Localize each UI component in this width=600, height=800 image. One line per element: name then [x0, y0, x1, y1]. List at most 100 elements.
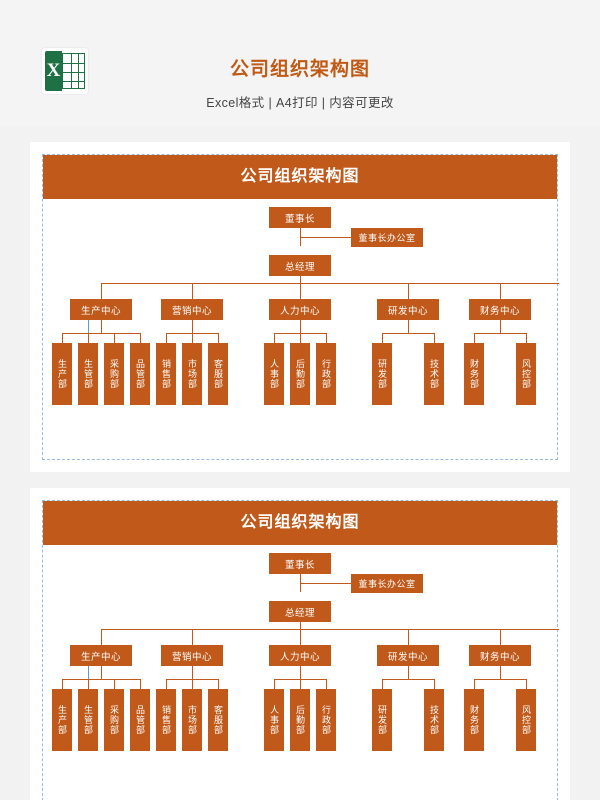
node-dept-admin[interactable]: 行政部 [316, 343, 336, 405]
connector [218, 333, 219, 343]
org-chart-frame-1: 公司组织架构图 [42, 154, 559, 460]
connector [218, 679, 219, 689]
connector [300, 679, 301, 689]
connector [382, 333, 383, 343]
node-chairman-office[interactable]: 董事长办公室 [351, 228, 423, 247]
node-dept-rnd[interactable]: 研发部 [372, 343, 392, 405]
node-dept-sales[interactable]: 销售部 [156, 689, 176, 751]
excel-logo-icon: X [42, 48, 88, 94]
node-center-finance[interactable]: 财务中心 [469, 299, 531, 320]
connector [500, 629, 501, 645]
connector [140, 679, 141, 689]
node-dept-logistics[interactable]: 后勤部 [290, 343, 310, 405]
connector [382, 679, 434, 680]
org-chart-card-2: 公司组织架构图 [30, 488, 570, 800]
node-dept-purchasing[interactable]: 采购部 [104, 343, 124, 405]
connector [192, 629, 193, 645]
connector [114, 333, 115, 343]
node-dept-finance[interactable]: 财务部 [464, 343, 484, 405]
connector [62, 333, 140, 334]
connector [300, 237, 387, 238]
connector [408, 320, 409, 334]
connector [166, 679, 167, 689]
node-dept-purchasing[interactable]: 采购部 [104, 689, 124, 751]
connector [500, 320, 501, 334]
node-chairman-office[interactable]: 董事长办公室 [351, 574, 423, 593]
connector [300, 320, 301, 334]
connector-bus [101, 283, 559, 284]
node-dept-sales[interactable]: 销售部 [156, 343, 176, 405]
connector [274, 333, 275, 343]
node-dept-customer-service[interactable]: 客服部 [208, 689, 228, 751]
connector [192, 283, 193, 299]
excel-logo-grid [62, 53, 85, 89]
connector [62, 679, 63, 689]
connector [382, 679, 383, 689]
node-dept-finance[interactable]: 财务部 [464, 689, 484, 751]
node-dept-quality[interactable]: 品管部 [130, 343, 150, 405]
node-dept-market[interactable]: 市场部 [182, 689, 202, 751]
connector [474, 333, 526, 334]
node-center-hr[interactable]: 人力中心 [269, 645, 331, 666]
node-center-production[interactable]: 生产中心 [70, 299, 132, 320]
node-dept-customer-service[interactable]: 客服部 [208, 343, 228, 405]
node-dept-technology[interactable]: 技术部 [424, 343, 444, 405]
node-dept-technology[interactable]: 技术部 [424, 689, 444, 751]
node-center-finance[interactable]: 财务中心 [469, 645, 531, 666]
node-dept-risk[interactable]: 风控部 [516, 689, 536, 751]
chart-title-2: 公司组织架构图 [43, 501, 557, 545]
connector [300, 583, 387, 584]
connector [500, 666, 501, 680]
connector [474, 333, 475, 343]
chart-title-1: 公司组织架构图 [43, 155, 557, 199]
connector [408, 666, 409, 680]
chart-body-2: 董事长 董事长办公室 总经理 生产中心 营销中心 人力中心 研发中心 财务中心 … [43, 545, 559, 800]
node-dept-production[interactable]: 生产部 [52, 689, 72, 751]
connector [300, 333, 301, 343]
node-center-hr[interactable]: 人力中心 [269, 299, 331, 320]
connector [140, 333, 141, 343]
connector [408, 629, 409, 645]
node-center-marketing[interactable]: 营销中心 [161, 299, 223, 320]
node-center-rnd[interactable]: 研发中心 [377, 299, 439, 320]
node-dept-prod-mgmt[interactable]: 生管部 [78, 689, 98, 751]
node-center-marketing[interactable]: 营销中心 [161, 645, 223, 666]
connector [101, 283, 102, 299]
connector [300, 629, 301, 645]
connector [88, 333, 89, 343]
node-chairman[interactable]: 董事长 [269, 553, 331, 574]
connector [62, 679, 140, 680]
node-dept-prod-mgmt[interactable]: 生管部 [78, 343, 98, 405]
page-title: 公司组织架构图 [229, 59, 370, 80]
connector [434, 679, 435, 689]
connector [526, 679, 527, 689]
node-dept-personnel[interactable]: 人事部 [264, 689, 284, 751]
connector [408, 283, 409, 299]
node-dept-risk[interactable]: 风控部 [516, 343, 536, 405]
connector [192, 666, 193, 680]
node-center-rnd[interactable]: 研发中心 [377, 645, 439, 666]
connector [434, 333, 435, 343]
node-chairman[interactable]: 董事长 [269, 207, 331, 228]
connector [88, 679, 89, 689]
node-dept-rnd[interactable]: 研发部 [372, 689, 392, 751]
connector [166, 333, 167, 343]
node-dept-market[interactable]: 市场部 [182, 343, 202, 405]
node-dept-personnel[interactable]: 人事部 [264, 343, 284, 405]
node-center-production[interactable]: 生产中心 [70, 645, 132, 666]
node-dept-quality[interactable]: 品管部 [130, 689, 150, 751]
connector [192, 320, 193, 334]
node-dept-logistics[interactable]: 后勤部 [290, 689, 310, 751]
page-subtitle: Excel格式 | A4打印 | 内容可更改 [206, 96, 394, 110]
connector [101, 666, 102, 680]
connector [326, 679, 327, 689]
connector [300, 283, 301, 299]
node-general-manager[interactable]: 总经理 [269, 601, 331, 622]
connector [326, 333, 327, 343]
node-dept-production[interactable]: 生产部 [52, 343, 72, 405]
connector [526, 333, 527, 343]
node-general-manager[interactable]: 总经理 [269, 255, 331, 276]
node-dept-admin[interactable]: 行政部 [316, 689, 336, 751]
org-chart-frame-2: 公司组织架构图 [42, 500, 559, 800]
